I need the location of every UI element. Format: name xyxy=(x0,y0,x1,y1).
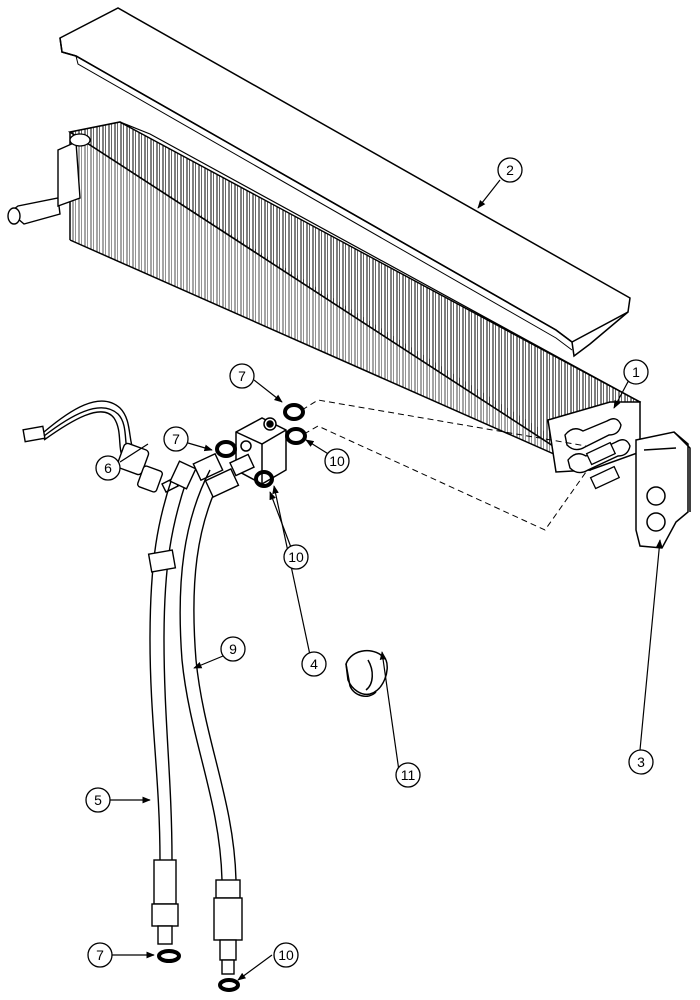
callout-4: 4 xyxy=(301,651,327,677)
cover-panel xyxy=(59,7,631,358)
svg-text:10: 10 xyxy=(288,549,304,565)
hose-5 xyxy=(147,452,224,945)
hose-9 xyxy=(179,453,255,975)
o-ring-10-mid xyxy=(254,470,274,488)
o-ring-10-bottom xyxy=(218,978,240,992)
svg-text:11: 11 xyxy=(401,767,416,783)
callout-3: 3 xyxy=(628,749,654,775)
callout-5: 5 xyxy=(85,787,111,813)
svg-text:2: 2 xyxy=(506,162,514,178)
o-ring-10-upper xyxy=(285,427,307,445)
alignment-lines xyxy=(301,399,587,531)
callout-11: 11 xyxy=(395,762,421,788)
o-ring-7-mid xyxy=(215,440,237,458)
callout-10-bottom: 10 xyxy=(273,942,299,968)
svg-text:6: 6 xyxy=(104,460,112,476)
callout-10-mid: 10 xyxy=(283,544,309,570)
callout-6: 6 xyxy=(95,455,121,481)
callouts: 1 2 3 4 5 6 7 7 7 9 10 10 10 11 xyxy=(85,157,654,968)
o-ring-7-bottom xyxy=(157,949,181,963)
callout-7-mid: 7 xyxy=(163,426,189,452)
evaporator-core xyxy=(7,121,642,490)
svg-text:3: 3 xyxy=(637,754,645,770)
mounting-bracket xyxy=(635,431,691,549)
callout-10-upper: 10 xyxy=(324,448,350,474)
svg-text:5: 5 xyxy=(94,792,102,808)
o-rings xyxy=(157,403,307,992)
clip-11 xyxy=(345,650,388,697)
callout-9: 9 xyxy=(220,636,246,662)
svg-text:7: 7 xyxy=(238,368,246,384)
o-ring-7-upper xyxy=(283,403,305,421)
svg-text:1: 1 xyxy=(632,364,640,380)
svg-text:10: 10 xyxy=(329,453,345,469)
callout-7-upper: 7 xyxy=(229,363,255,389)
pressure-switch xyxy=(22,400,179,493)
svg-text:9: 9 xyxy=(229,641,237,657)
callout-7-bottom: 7 xyxy=(87,942,113,968)
callout-1: 1 xyxy=(623,359,649,385)
svg-text:7: 7 xyxy=(172,431,180,447)
callout-2: 2 xyxy=(497,157,523,183)
svg-text:4: 4 xyxy=(310,656,318,672)
svg-text:7: 7 xyxy=(96,947,104,963)
svg-text:10: 10 xyxy=(278,947,294,963)
leader-lines xyxy=(110,179,663,981)
